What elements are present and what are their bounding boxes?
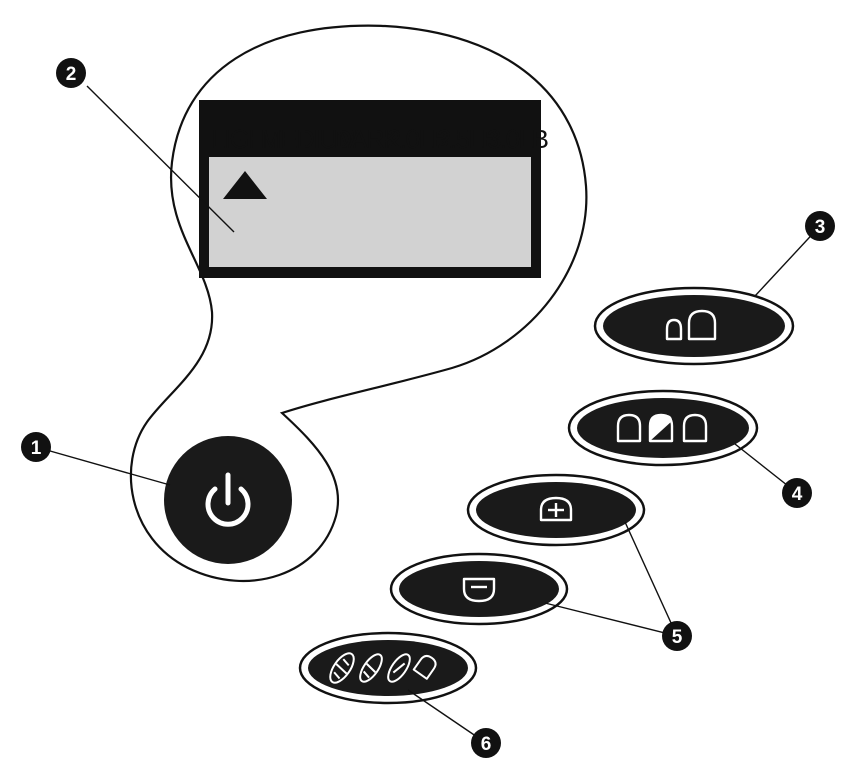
loaf-size-button[interactable] xyxy=(593,286,795,366)
callout-badge-5: 5 xyxy=(662,621,692,651)
plus-icon xyxy=(539,496,573,522)
minus-icon xyxy=(462,577,496,603)
lcd-display: LIGHT MEDIUM DARK 2.0LB 2.5LB 3.0LB xyxy=(199,100,549,278)
svg-text:6: 6 xyxy=(481,734,492,755)
crust-color-button[interactable] xyxy=(567,389,759,467)
callout-badge-2: 2 xyxy=(56,58,86,88)
plus-button[interactable] xyxy=(466,473,646,547)
svg-text:2: 2 xyxy=(66,64,77,85)
lcd-label-light: LIGHT xyxy=(211,124,282,154)
callout-line-5b xyxy=(544,602,678,637)
callout-badge-4: 4 xyxy=(782,478,812,508)
svg-text:5: 5 xyxy=(672,627,683,648)
minus-button[interactable] xyxy=(389,552,569,626)
menu-button[interactable] xyxy=(298,631,478,705)
lcd-label-2-5lb: 2.5LB xyxy=(437,124,498,154)
callout-line-1 xyxy=(35,446,171,486)
power-icon xyxy=(205,472,251,527)
svg-text:3: 3 xyxy=(815,217,826,238)
lcd-label-medium: MEDIUM xyxy=(260,124,356,154)
callout-line-3 xyxy=(754,225,821,297)
loaf-size-icon xyxy=(665,309,717,341)
crust-color-icon xyxy=(616,413,708,443)
callout-line-5a xyxy=(624,521,678,637)
callout-badge-3: 3 xyxy=(805,211,835,241)
power-button[interactable] xyxy=(164,436,292,564)
triangle-indicator-icon xyxy=(223,171,267,199)
lcd-label-dark: DARK xyxy=(333,124,401,154)
lcd-label-3-0lb: 3.0LB xyxy=(487,124,548,154)
bread-menu-icon xyxy=(329,652,437,684)
callout-badge-1: 1 xyxy=(21,432,51,462)
svg-text:1: 1 xyxy=(31,438,42,459)
lcd-label-2-0lb: 2.0LB xyxy=(387,124,448,154)
callout-line-2 xyxy=(86,85,235,233)
svg-text:4: 4 xyxy=(792,484,803,505)
callout-badge-6: 6 xyxy=(471,728,501,758)
callout-line-6 xyxy=(407,689,487,744)
lcd-screen xyxy=(209,157,531,267)
